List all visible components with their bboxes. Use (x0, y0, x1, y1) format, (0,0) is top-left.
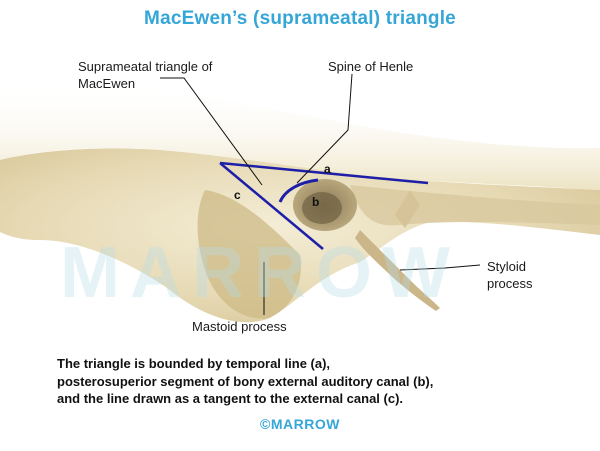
label-spine-of-henle: Spine of Henle (328, 59, 414, 74)
arc-b-canal (278, 178, 319, 203)
caption-line-1: The triangle is bounded by temporal line… (57, 356, 331, 371)
copyright-footer: ©MARROW (260, 416, 340, 432)
watermark: MARROW (60, 233, 460, 313)
letter-c: c (234, 188, 241, 202)
caption: The triangle is bounded by temporal line… (57, 355, 577, 408)
caption-line-3: and the line drawn as a tangent to the e… (57, 391, 404, 406)
temporal-bone-surface (0, 82, 600, 190)
leader-suprameatal (160, 77, 263, 186)
label-suprameatal-triangle: Suprameatal triangle of MacEwen (78, 59, 213, 91)
label-mastoid-process: Mastoid process (192, 319, 287, 334)
diagram-title: MacEwen’s (suprameatal) triangle (144, 8, 456, 29)
label-styloid-process: Styloid process (487, 259, 533, 291)
letter-b: b (312, 195, 320, 209)
letter-a: a (324, 162, 331, 176)
temporal-bone (0, 148, 600, 323)
styloid-process-shape (355, 230, 440, 311)
mastoid-shape (197, 190, 301, 319)
caption-line-2: posterosuperior segment of bony external… (57, 373, 434, 389)
leader-styloid (399, 264, 481, 271)
line-c-tangent (219, 162, 324, 250)
leader-spine (296, 73, 353, 184)
line-a-temporal (219, 161, 429, 185)
